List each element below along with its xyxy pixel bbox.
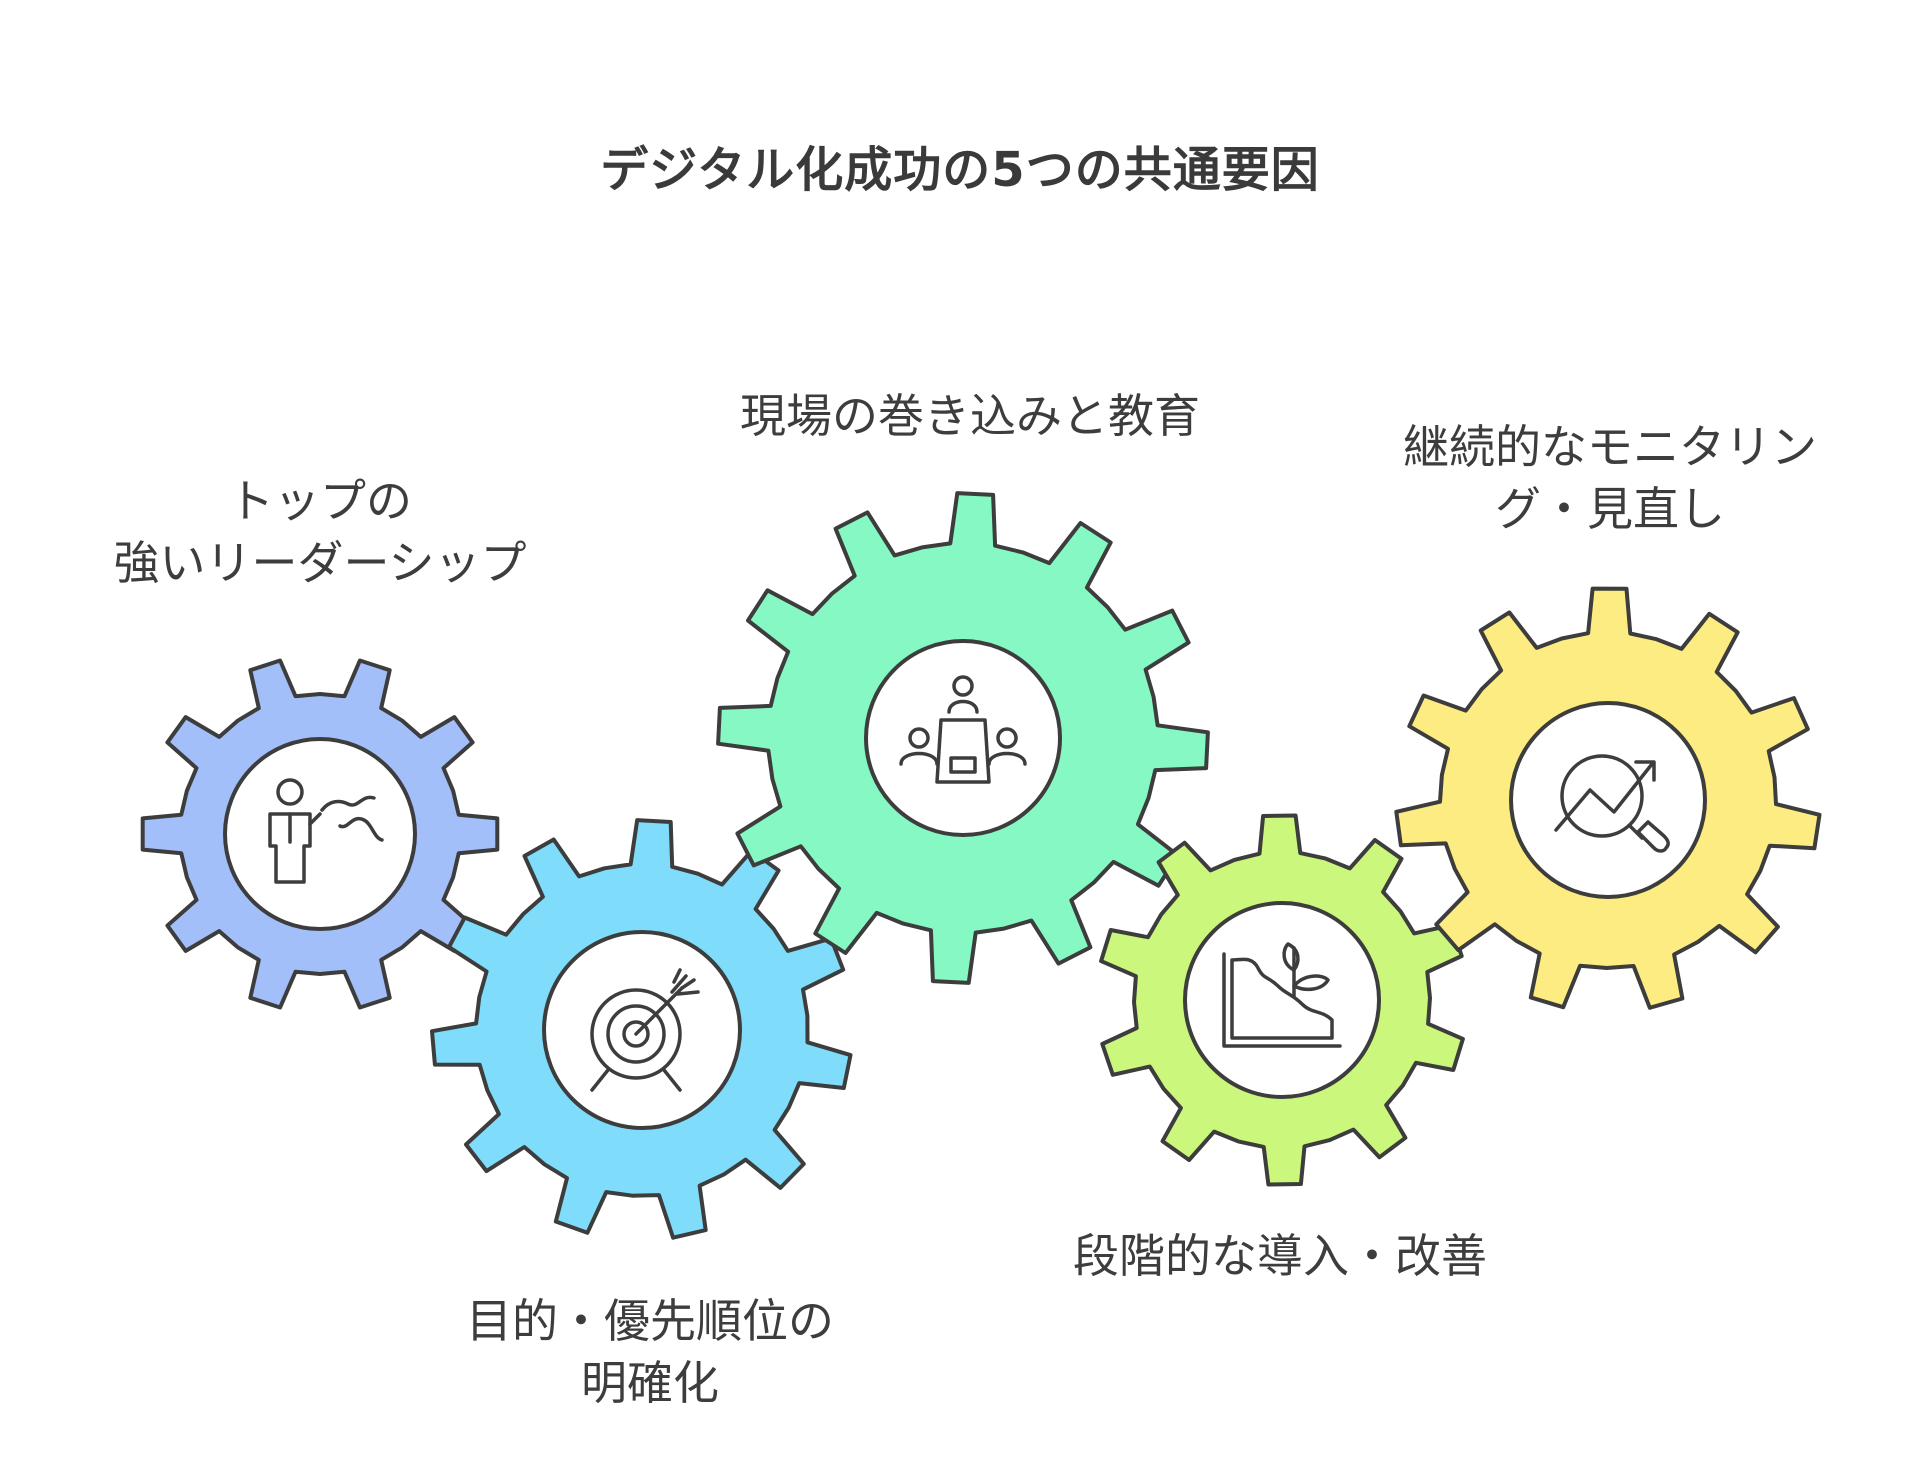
page-title: デジタル化成功の5つの共通要因: [600, 142, 1320, 198]
gear-gradual: [1099, 813, 1465, 1187]
growing-plant-icon: [1222, 942, 1342, 1048]
label-engagement: 現場の巻き込みと教育: [670, 385, 1270, 447]
gear-monitoring: [1394, 586, 1822, 1010]
label-line: 明確化: [581, 1356, 719, 1410]
label-line: 継続的なモニタリン: [1403, 420, 1817, 474]
label-gradual: 段階的な導入・改善: [1000, 1225, 1560, 1287]
analytics-magnifier-icon: [1554, 754, 1670, 853]
label-monitoring: 継続的なモニタリン グ・見直し: [1340, 416, 1880, 540]
label-purpose: 目的・優先順位の 明確化: [400, 1290, 900, 1414]
gear-hub-gradual: [1183, 901, 1381, 1099]
target-arrow-icon: [590, 968, 700, 1092]
gear-engagement: [716, 491, 1210, 985]
gear-leadership: [140, 658, 500, 1010]
label-line: トップの: [228, 474, 412, 528]
label-line: 段階的な導入・改善: [1073, 1229, 1487, 1283]
label-leadership: トップの 強いリーダーシップ: [70, 470, 570, 594]
gear-hub-engagement: [864, 639, 1062, 837]
gear-hub-monitoring: [1509, 701, 1707, 899]
label-line: グ・見直し: [1495, 482, 1725, 536]
leader-presentation-icon: [268, 778, 384, 884]
meeting-table-icon: [899, 675, 1027, 784]
gear-hub-leadership: [223, 737, 417, 931]
label-line: 現場の巻き込みと教育: [740, 389, 1200, 443]
label-line: 強いリーダーシップ: [113, 536, 527, 590]
label-line: 目的・優先順位の: [466, 1294, 834, 1348]
gear-purpose: [430, 818, 853, 1240]
